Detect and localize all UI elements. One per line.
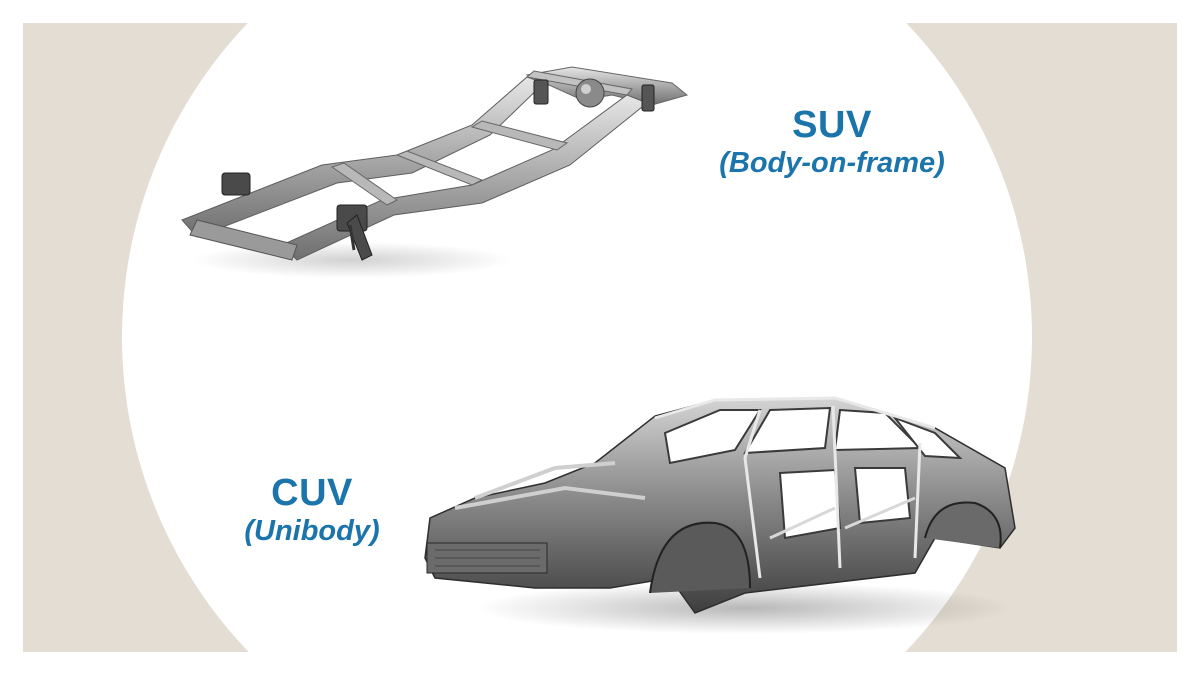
cuv-subtitle: (Unibody) bbox=[244, 514, 380, 547]
suv-title: SUV bbox=[792, 104, 872, 146]
unibody-car-shell-illustration bbox=[424, 396, 1016, 634]
cuv-title: CUV bbox=[271, 472, 353, 514]
suv-label: SUV (Body-on-frame) bbox=[690, 104, 974, 179]
cuv-label: CUV (Unibody) bbox=[222, 472, 402, 547]
suv-subtitle: (Body-on-frame) bbox=[719, 146, 945, 179]
ladder-frame-chassis-illustration bbox=[181, 66, 689, 278]
